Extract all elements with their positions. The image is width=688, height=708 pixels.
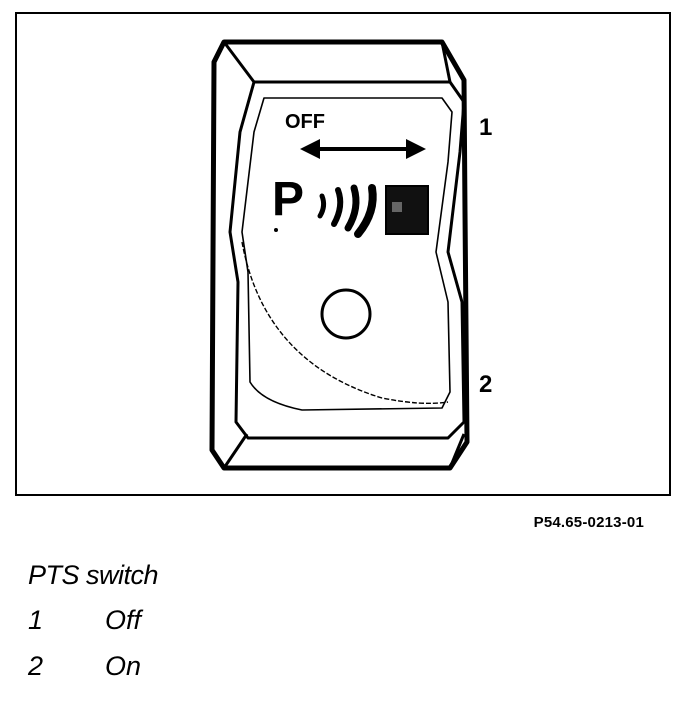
rocker-outline — [228, 80, 466, 440]
callout-2: 2 — [479, 371, 493, 398]
figure-frame: OFF P — [15, 12, 671, 496]
caption-title: PTS switch — [28, 560, 159, 590]
double-arrow-icon — [300, 139, 426, 159]
legend-label: Off — [105, 605, 142, 635]
off-label: OFF — [285, 111, 325, 133]
legend-label: On — [105, 651, 142, 681]
legend-number: 1 — [28, 605, 44, 635]
legend-item-on: 2 On — [28, 651, 141, 682]
svg-text:P: P — [272, 173, 304, 226]
legend-number: 2 — [28, 651, 44, 681]
push-button-icon — [320, 288, 372, 340]
switch-illustration: OFF P — [209, 39, 470, 471]
legend-item-off: 1 Off — [28, 605, 141, 636]
rocker-face — [241, 97, 453, 411]
parking-sensor-icon: P — [272, 173, 429, 238]
callout-1: 1 — [479, 114, 493, 141]
figure-id: P54.65-0213-01 — [533, 514, 644, 531]
switch-housing — [209, 39, 470, 471]
